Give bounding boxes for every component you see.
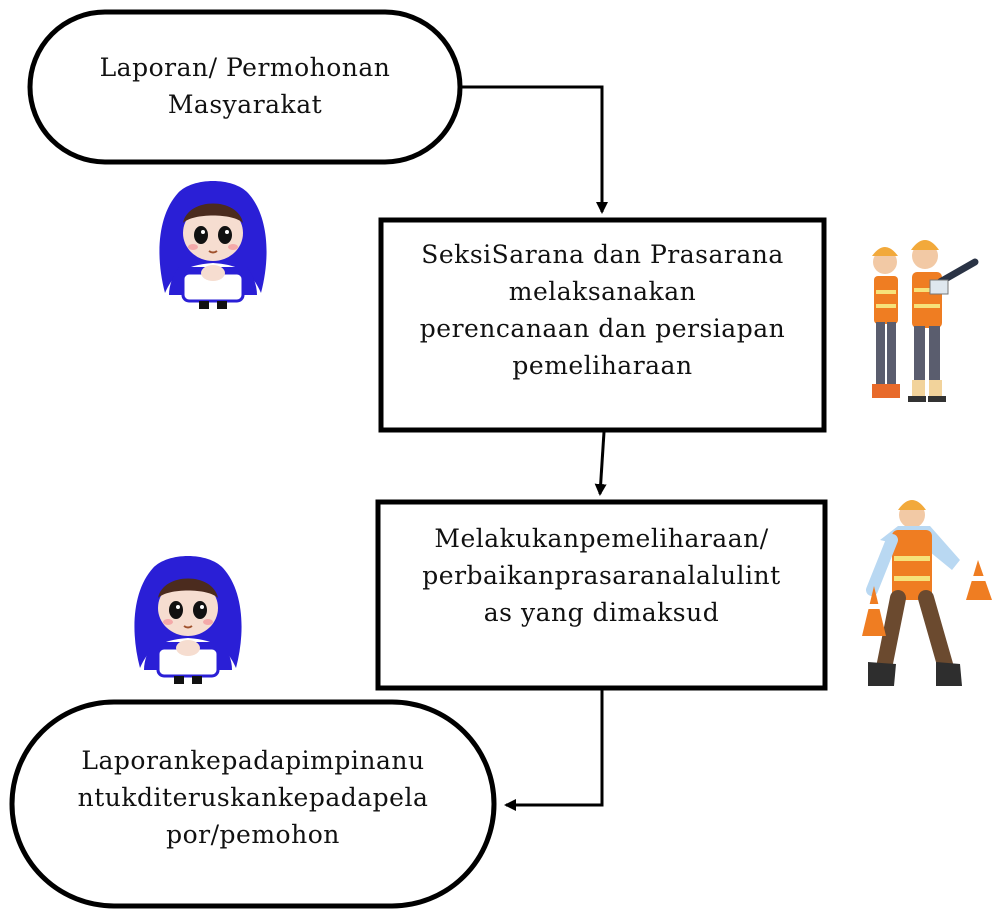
arrow-step-1-to-step-2	[594, 431, 607, 496]
construction-worker-icon	[862, 500, 992, 686]
end-node-label: Laporankepadapimpinanu ntukditeruskankep…	[40, 738, 466, 856]
start-node-line: Masyarakat	[167, 90, 323, 119]
arrow-start-to-step-1	[460, 85, 608, 214]
arrow-step-2-to-end	[504, 690, 604, 811]
hijab-girl-icon	[134, 556, 242, 684]
start-node-label: Laporan/ Permohonan Masyarakat	[40, 40, 450, 132]
engineers-icon	[872, 240, 979, 402]
hijab-girl-icon	[159, 181, 267, 309]
end-node-line: ntukditeruskankepadapela	[77, 782, 429, 812]
step-1-label: SeksiSarana dan Prasarana melaksanakan p…	[386, 230, 819, 390]
start-node-line: Laporan/ Permohonan	[99, 53, 391, 82]
end-node-shape	[9, 699, 497, 909]
step-2-shape	[375, 499, 828, 691]
step-2-line: perbaikanprasaranalalulint	[422, 560, 781, 590]
end-node-line: por/pemohon	[166, 819, 340, 849]
end-node-line: Laporankepadapimpinanu	[81, 745, 425, 775]
step-1-line: melaksanakan	[508, 277, 697, 306]
step-1-line: perencanaan dan persiapan	[419, 314, 786, 343]
step-2-label: Melakukanpemeliharaan/ perbaikanprasaran…	[383, 516, 820, 634]
step-2-line: Melakukanpemeliharaan/	[434, 523, 769, 553]
step-1-line: pemeliharaan	[512, 351, 693, 380]
step-1-shape	[378, 217, 827, 433]
step-1-line: SeksiSarana dan Prasarana	[421, 240, 784, 269]
step-2-line: as yang dimaksud	[483, 597, 720, 627]
